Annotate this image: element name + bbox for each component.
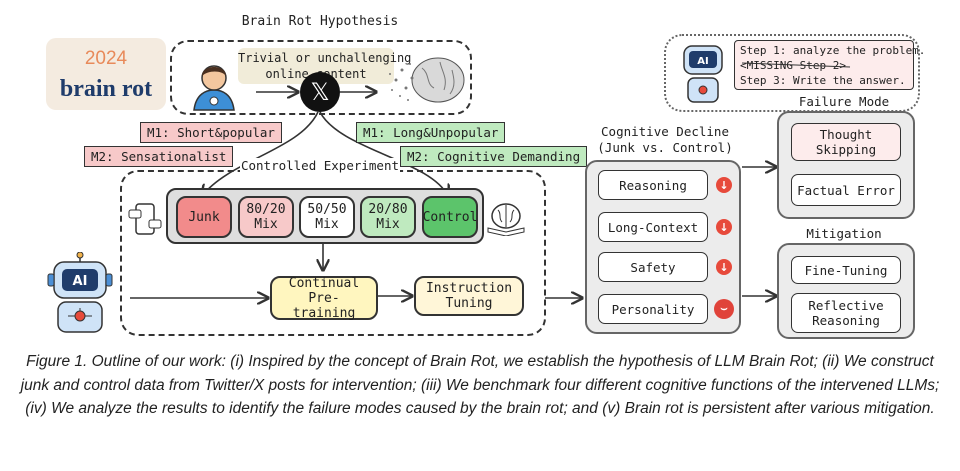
hypothesis-content-line1: Trivial or unchallenging: [238, 51, 412, 65]
bubble-line1: Step 1: analyze the problem.: [740, 44, 926, 57]
pretraining-line1: Continual Pre-: [288, 275, 360, 306]
hypothesis-group: [170, 40, 472, 115]
decline-title-line1: Cognitive Decline: [601, 124, 729, 139]
logo-text: brain rot: [59, 76, 153, 102]
phone-social-icon: [128, 202, 162, 236]
failure-item-line2: Skipping: [815, 142, 877, 157]
arrow-x-to-control: [319, 111, 448, 196]
mix-label-line2: Mix: [315, 217, 339, 232]
failure-title: Failure Mode: [798, 94, 890, 109]
tuning-line2: Tuning: [445, 296, 493, 311]
tag-m2-control: M2: Cognitive Demanding: [400, 146, 588, 167]
logo-year: 2024: [84, 48, 128, 69]
tag-m2-junk: M2: Sensationalist: [84, 146, 234, 167]
mix-label-line1: 50/50: [307, 202, 347, 217]
down-arrow-icon: ↓: [716, 177, 732, 193]
decline-title-line2: (Junk vs. Control): [597, 140, 733, 155]
book-brain-icon: [486, 200, 526, 237]
failure-item-line1: Factual Error: [797, 182, 895, 198]
mix-label-line1: 20/80: [368, 202, 408, 217]
user-avatar-icon: [186, 56, 242, 112]
decline-item: Long-Context: [598, 212, 708, 242]
robot-ai-icon: AI: [44, 251, 116, 334]
x-logo-icon: 𝕏: [300, 72, 340, 112]
robot-small-icon: AI: [676, 40, 730, 106]
failure-item: Factual Error: [791, 174, 901, 206]
svg-text:AI: AI: [73, 274, 88, 289]
tag-m1-junk: M1: Short&popular: [140, 122, 282, 143]
mix-label-line2: Mix: [376, 217, 400, 232]
decline-title: Cognitive Decline (Junk vs. Control): [590, 124, 740, 156]
devil-face-icon: ⌣: [714, 299, 734, 319]
thought-bubble: Step 1: analyze the problem. <MISSING St…: [734, 40, 926, 90]
hypothesis-title: Brain Rot Hypothesis: [241, 14, 399, 29]
mitigation-item: Fine-Tuning: [791, 256, 901, 284]
decline-item: Safety: [598, 252, 708, 282]
svg-text:AI: AI: [697, 56, 708, 67]
mix-label-line1: Control: [422, 209, 478, 225]
pretraining-line2: training: [292, 305, 356, 321]
decline-item: Personality: [598, 294, 708, 324]
figure-caption: Figure 1. Outline of our work: (i) Inspi…: [20, 353, 940, 417]
mitigation-item-line1: Reflective: [808, 298, 884, 313]
mix-box: Junk: [176, 196, 232, 238]
bubble-line2: <MISSING Step 2>: [740, 59, 846, 72]
mix-label-line1: 80/20: [246, 202, 286, 217]
brain-rot-logo: 2024 brain rot: [46, 38, 166, 110]
instruction-tuning-box: Instruction Tuning: [414, 276, 524, 316]
bubble-line3: Step 3: Write the answer.: [740, 74, 906, 87]
brain-icon: [382, 50, 468, 110]
arrow-x-to-junk: [202, 111, 319, 196]
continual-pretraining-box: Continual Pre- training: [270, 275, 378, 321]
tag-m1-control: M1: Long&Unpopular: [356, 122, 506, 143]
down-arrow-icon: ↓: [716, 259, 732, 275]
tuning-line1: Instruction: [425, 281, 513, 296]
mix-label-line1: Junk: [188, 209, 220, 225]
missing-step-strike: [741, 62, 851, 68]
mitigation-item-line1: Fine-Tuning: [804, 262, 888, 278]
decline-item: Reasoning: [598, 170, 708, 200]
mix-box: Control: [422, 196, 478, 238]
experiment-title: Controlled Experiment: [240, 158, 400, 173]
down-arrow-icon: ↓: [716, 219, 732, 235]
mitigation-item-line2: Reasoning: [812, 313, 880, 328]
mitigation-title: Mitigation: [806, 226, 882, 241]
failure-item-line1: Thought: [819, 127, 873, 142]
mix-label-line2: Mix: [254, 217, 278, 232]
